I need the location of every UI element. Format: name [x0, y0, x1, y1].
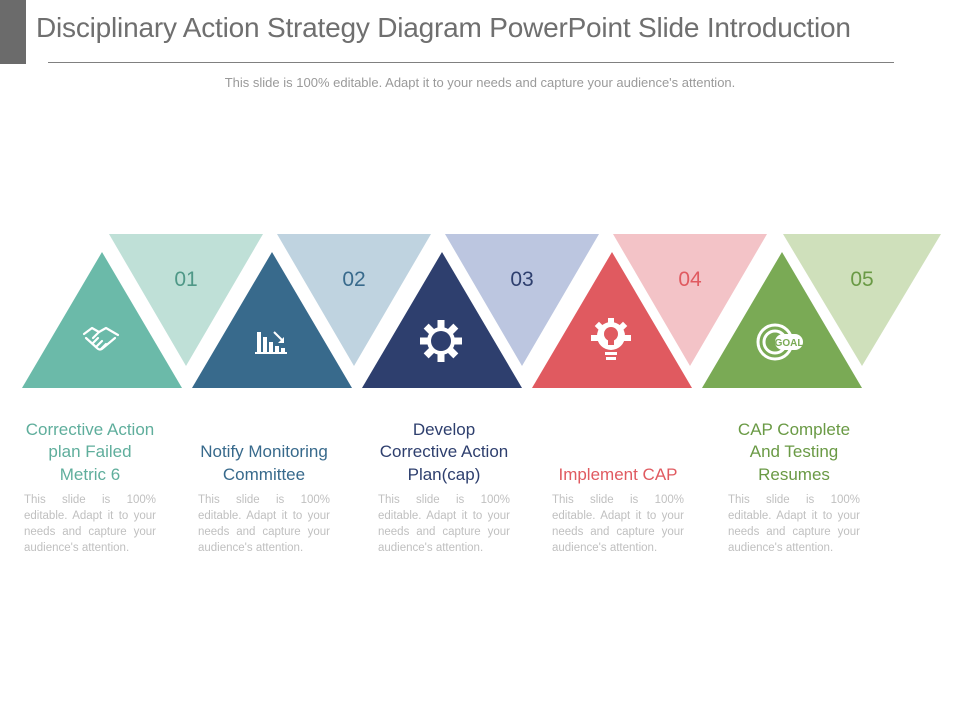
- step-number-01: 01: [174, 268, 197, 291]
- page-subtitle: This slide is 100% editable. Adapt it to…: [224, 75, 736, 90]
- gear-icon: [420, 320, 462, 362]
- down-triangle-03: 03: [440, 231, 604, 372]
- step-card-05: CAP Complete And Testing Resumes This sl…: [728, 418, 860, 556]
- title-divider: [48, 62, 894, 63]
- bar-chart-icon: [255, 331, 287, 354]
- down-triangle-04: 04: [608, 231, 772, 372]
- up-triangle-01: [14, 246, 186, 390]
- step-description-02: This slide is 100% editable. Adapt it to…: [198, 494, 330, 554]
- step-description-05: This slide is 100% editable. Adapt it to…: [728, 494, 860, 554]
- up-triangle-05: [694, 246, 866, 390]
- step-title-01: Corrective Action plan Failed Metric 6: [25, 419, 155, 484]
- step-number-03: 03: [510, 268, 533, 291]
- step-card-03: Develop Corrective Action Plan(cap) This…: [378, 418, 510, 556]
- down-triangle-05: 05: [778, 231, 946, 372]
- goal-target-icon: GOAL: [756, 323, 804, 361]
- step-description-04: This slide is 100% editable. Adapt it to…: [552, 494, 684, 554]
- strategy-diagram: 01 02 03 04 05: [14, 231, 946, 390]
- step-description-03: This slide is 100% editable. Adapt it to…: [378, 494, 510, 554]
- step-card-04: Implement CAP This slide is 100% editabl…: [552, 418, 684, 556]
- step-title-04: Implement CAP: [558, 464, 678, 484]
- strategy-diagram-svg: 01 02 03 04 05: [14, 231, 946, 390]
- title-accent-bar: [0, 0, 26, 64]
- handshake-icon: [82, 326, 120, 351]
- step-title-03: Develop Corrective Action Plan(cap): [379, 419, 509, 484]
- step-title-05: CAP Complete And Testing Resumes: [737, 419, 851, 484]
- step-number-04: 04: [678, 268, 702, 291]
- step-description-01: This slide is 100% editable. Adapt it to…: [24, 494, 156, 554]
- step-card-02: Notify Monitoring Committee This slide i…: [198, 418, 330, 556]
- step-number-05: 05: [850, 268, 873, 291]
- up-triangle-02: [184, 246, 356, 390]
- page-title: Disciplinary Action Strategy Diagram Pow…: [36, 12, 851, 43]
- down-triangle-02: 02: [272, 231, 436, 372]
- lightbulb-gear-icon: [591, 318, 631, 360]
- step-number-02: 02: [342, 268, 365, 291]
- step-title-02: Notify Monitoring Committee: [200, 442, 328, 484]
- down-triangle-01: 01: [104, 231, 268, 372]
- step-card-01: Corrective Action plan Failed Metric 6 T…: [24, 418, 156, 556]
- goal-icon-label: GOAL: [775, 338, 804, 349]
